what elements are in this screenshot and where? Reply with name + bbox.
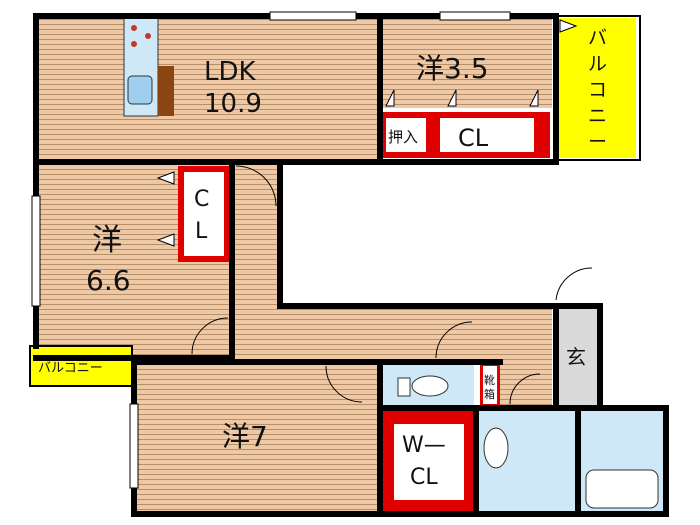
ldk-floor (36, 16, 380, 160)
cl-mid-label-c: C (194, 187, 209, 212)
closet-door-marks (156, 19, 578, 247)
kitchen-sink (127, 75, 153, 105)
balcony-left-label: バルコニー (38, 361, 103, 376)
stove-burner (145, 33, 151, 39)
entry-floor (500, 364, 552, 408)
windows (31, 11, 511, 489)
entrance-label: 玄 (566, 345, 586, 369)
ldk-size: 10.9 (204, 89, 262, 119)
corridor-floor (232, 306, 552, 364)
oshiire-label: 押入 (388, 128, 418, 146)
cl-mid-inner (184, 172, 224, 256)
ldk-label: LDK (204, 57, 257, 87)
room7-label: 洋7 (222, 420, 268, 453)
cl-mid-label-l: L (195, 219, 208, 244)
room7-floor (134, 364, 380, 514)
balcony-right-fill (558, 18, 636, 158)
entrance-area (556, 308, 600, 408)
wcl-inner (394, 424, 464, 500)
balcony-char: コ (588, 79, 607, 101)
balcony-char: バ (588, 27, 607, 49)
wash-basin (483, 427, 509, 469)
shoe-label-1: 靴 (484, 373, 495, 387)
toilet-tank (397, 377, 411, 397)
wcl-label-1: W— (402, 433, 446, 458)
room35-label: 洋3.5 (416, 52, 489, 85)
balcony-char: ニ (588, 105, 607, 127)
balcony-char: ル (588, 53, 607, 75)
bathtub (585, 469, 659, 509)
room35-floor (380, 16, 552, 108)
balcony-right-label: バ ル コ ニ ー (588, 27, 607, 153)
cl-top-label: CL (458, 124, 489, 152)
fridge (158, 66, 174, 116)
cl-top-inner (440, 118, 534, 152)
shoe-label-2: 箱 (484, 387, 495, 401)
room66-size: 6.6 (86, 264, 131, 297)
oshiire-inner (386, 118, 426, 152)
shoe-inner (483, 366, 497, 404)
door-swings (191, 165, 593, 405)
room66-label: 洋 (92, 223, 122, 258)
stove-burner (131, 41, 137, 47)
balcony-char: ー (588, 131, 607, 153)
wcl-label-2: CL (410, 465, 438, 490)
toilet-bowl (411, 375, 449, 397)
stove-burner (131, 25, 137, 31)
